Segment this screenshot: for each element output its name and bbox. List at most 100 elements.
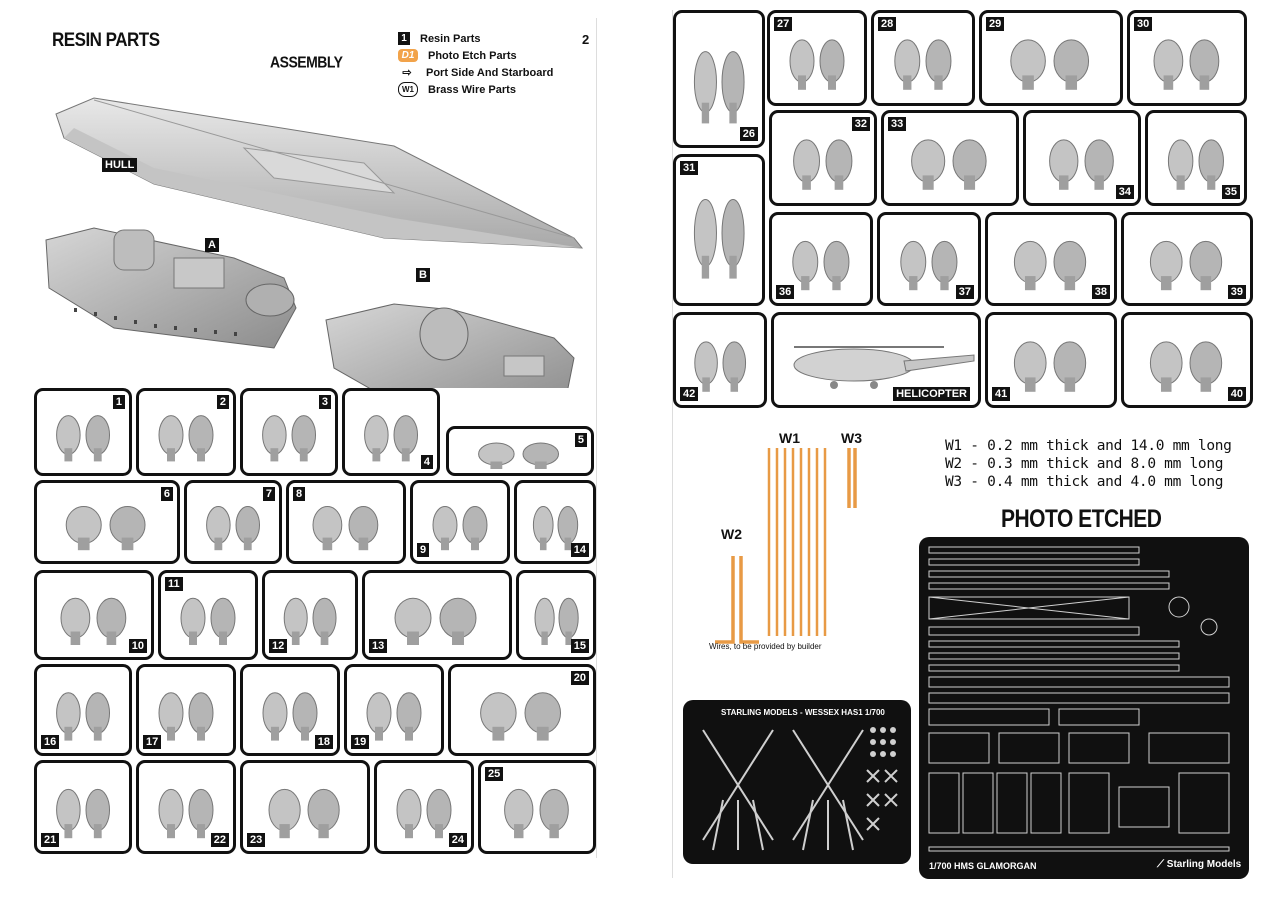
- part-number: 42: [680, 387, 699, 401]
- part-box-15: 15: [516, 570, 596, 660]
- part-render: [789, 39, 845, 90]
- wire-w1-label: W1: [779, 430, 800, 446]
- photo-etched-title: PHOTO ETCHED: [1001, 505, 1162, 534]
- part-box-24: 24: [374, 760, 474, 854]
- part-number: 23: [247, 833, 266, 847]
- part-render: [158, 788, 214, 839]
- assembly-a-tag: A: [205, 238, 219, 252]
- wire-spec-w3: W3 - 0.4 mm thick and 4.0 mm long: [945, 474, 1224, 490]
- part-render: [432, 506, 488, 551]
- part-box-12: 12: [262, 570, 358, 660]
- legend-text: Port Side And Starboard: [426, 66, 554, 79]
- part-number: 12: [269, 639, 288, 653]
- part-number: 19: [351, 735, 370, 749]
- part-render: [894, 39, 952, 90]
- port-starboard-icon: ⇨: [402, 67, 412, 79]
- part-number: 20: [570, 671, 589, 685]
- resin-parts-page: RESIN PARTS 2 ASSEMBLY 1 Resin Parts D1 …: [34, 18, 597, 858]
- helicopter-render: [793, 346, 975, 389]
- helicopter-label: HELICOPTER: [893, 387, 970, 401]
- part-number: 22: [210, 833, 229, 847]
- part-number: 39: [1227, 285, 1246, 299]
- part-render: [180, 597, 236, 645]
- small-fret-label: STARLING MODELS - WESSEX HAS1 1/700: [721, 708, 885, 717]
- part-number: 28: [878, 17, 897, 31]
- part-render: [1013, 341, 1087, 392]
- part-number: 1: [112, 395, 125, 409]
- part-box-25: 25: [478, 760, 596, 854]
- hull-tag: HULL: [102, 158, 138, 172]
- part-box-19: 19: [344, 664, 444, 756]
- part-render: [364, 415, 419, 462]
- part-box-32: 32: [769, 110, 877, 206]
- part-number: 15: [570, 639, 589, 653]
- part-box-13: 13: [362, 570, 512, 660]
- part-number: 33: [888, 117, 907, 131]
- part-box-8: 8: [286, 480, 406, 564]
- part-box-30: 30: [1127, 10, 1247, 106]
- part-render: [158, 692, 214, 741]
- part-box-22: 22: [136, 760, 236, 854]
- part-number: 41: [992, 387, 1011, 401]
- part-render: [534, 597, 579, 645]
- part-number: 32: [851, 117, 870, 131]
- legend-text: Brass Wire Parts: [428, 83, 516, 96]
- part-box-35: 35: [1145, 110, 1247, 206]
- wire-spec-w1: W1 - 0.2 mm thick and 14.0 mm long: [945, 438, 1232, 454]
- part-box-4: 4: [342, 388, 440, 476]
- part-render: [911, 139, 987, 190]
- legend: 1 Resin Parts D1 Photo Etch Parts ⇨ Port…: [398, 30, 553, 98]
- part-render: [480, 692, 562, 741]
- wire-w2-label: W2: [721, 526, 742, 542]
- part-number: 36: [776, 285, 795, 299]
- part-box-11: 11: [158, 570, 258, 660]
- part-render: [56, 692, 111, 741]
- part-box-42: 42: [673, 312, 767, 408]
- part-box-26: 26: [673, 10, 765, 148]
- wire-w3-label: W3: [841, 430, 862, 446]
- part-number: 18: [314, 735, 333, 749]
- page-title: RESIN PARTS: [52, 28, 160, 51]
- part-render: [56, 415, 111, 462]
- part-number: 24: [448, 833, 467, 847]
- part-box-10: 10: [34, 570, 154, 660]
- part-render: [60, 597, 127, 645]
- part-render: [1013, 240, 1087, 291]
- resin-number-icon: 1: [398, 32, 410, 45]
- part-render: [1149, 341, 1223, 392]
- part-number: 21: [41, 833, 60, 847]
- part-box-16: 16: [34, 664, 132, 756]
- part-number: 40: [1227, 387, 1246, 401]
- part-box-5: 5: [446, 426, 594, 476]
- part-render: [532, 506, 579, 551]
- hull-assembly-render: [45, 97, 584, 388]
- part-render: [312, 506, 379, 551]
- part-number: 8: [293, 487, 306, 501]
- part-box-6: 6: [34, 480, 180, 564]
- part-number: 14: [570, 543, 589, 557]
- part-box-helicopter: HELICOPTER: [771, 312, 981, 408]
- part-render: [268, 788, 340, 839]
- part-render: [1149, 240, 1223, 291]
- legend-text: Photo Etch Parts: [428, 49, 517, 62]
- part-number: 4: [420, 455, 433, 469]
- legend-resin: 1 Resin Parts: [398, 30, 553, 47]
- part-number: 26: [739, 127, 758, 141]
- part-render: [206, 506, 261, 551]
- part-box-7: 7: [184, 480, 282, 564]
- part-box-38: 38: [985, 212, 1117, 306]
- part-render: [396, 788, 452, 839]
- brass-wire-icon: W1: [398, 82, 418, 97]
- part-number: 16: [41, 735, 60, 749]
- wire-spec-w2: W2 - 0.3 mm thick and 8.0 mm long: [945, 456, 1224, 472]
- part-render: [262, 415, 317, 462]
- legend-brass-wire: W1 Brass Wire Parts: [398, 81, 553, 98]
- part-number: 25: [485, 767, 504, 781]
- large-pe-fret: 1/700 HMS GLAMORGAN ⟋ Starling Models: [919, 537, 1249, 879]
- part-render: [394, 597, 477, 645]
- part-render: [1010, 39, 1090, 90]
- part-number: 17: [143, 735, 162, 749]
- wires-note: Wires, to be provided by builder: [709, 642, 822, 651]
- part-box-41: 41: [985, 312, 1117, 408]
- part-box-9: 9: [410, 480, 510, 564]
